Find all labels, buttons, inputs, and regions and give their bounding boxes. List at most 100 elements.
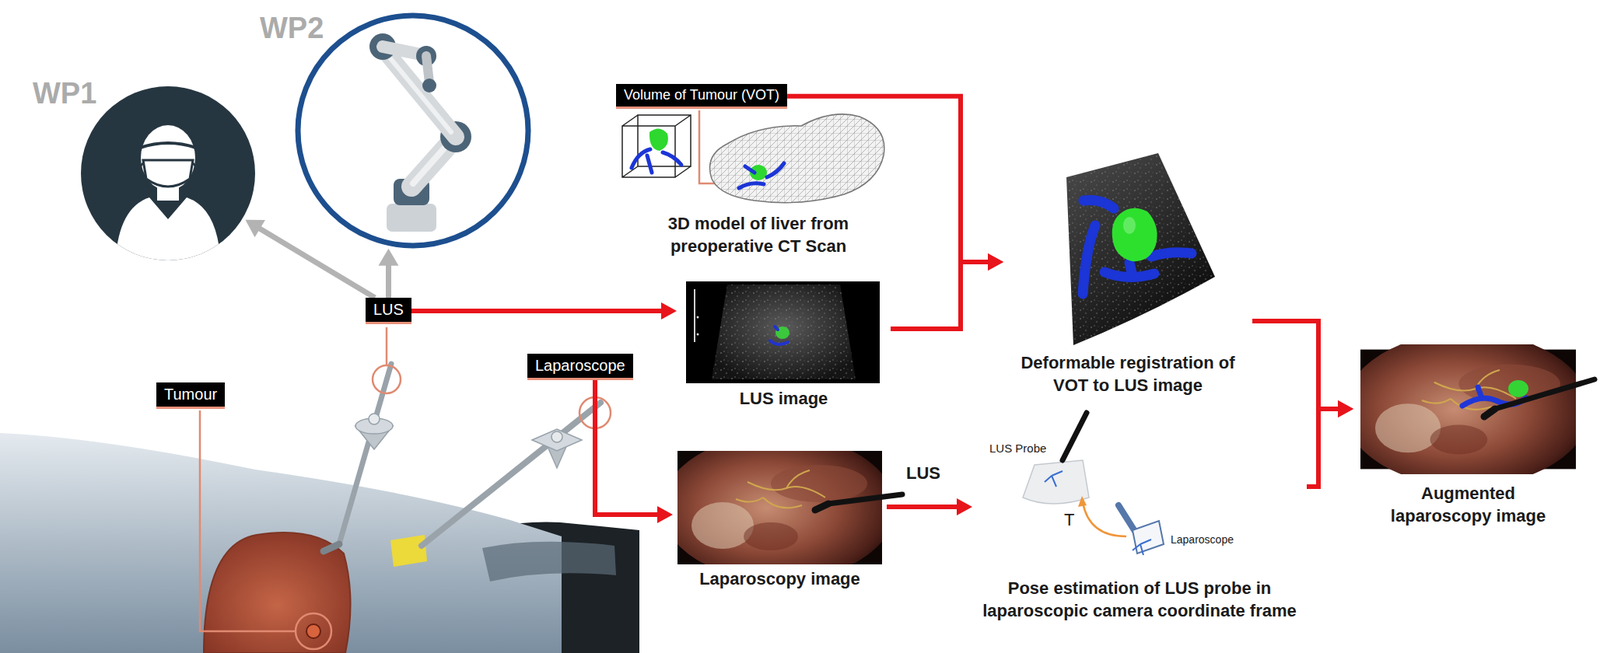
wp1-surgeon-icon <box>80 86 256 269</box>
flow-line <box>385 262 392 298</box>
arrow-head <box>1337 400 1354 418</box>
patient-scene <box>355 413 393 450</box>
tag-text: Volume of Tumour (VOT) <box>623 86 780 105</box>
patient-scene <box>532 429 582 452</box>
registration-image <box>1112 208 1158 263</box>
flow-arrow <box>1252 321 1354 418</box>
flow-line <box>1252 321 1341 410</box>
patient-scene <box>390 535 428 568</box>
augmented-image <box>1508 380 1529 398</box>
patient-scene <box>203 532 351 653</box>
lus-image <box>711 284 856 380</box>
leader-line <box>295 613 332 650</box>
patient-scene <box>421 402 601 547</box>
laparoscopy-image <box>828 494 903 505</box>
patient-scene <box>482 542 617 582</box>
registration-image <box>1123 217 1136 235</box>
arrow-head <box>956 498 973 516</box>
pose-sketch <box>1022 413 1164 556</box>
tag-text: Tumour <box>164 385 218 405</box>
wp1-surgeon-icon <box>143 160 193 187</box>
work-package-label: WP2 <box>259 11 324 46</box>
callout-tag: Laparoscope <box>527 353 634 381</box>
panel-caption: Pose estimation of LUS probe in laparosc… <box>972 577 1307 623</box>
arrow-head <box>378 248 399 267</box>
patient-scene <box>323 544 340 552</box>
leader-line <box>199 410 295 632</box>
flow-line <box>411 308 665 314</box>
lus-image <box>770 326 788 345</box>
image-panel: 3D model of liver from preoperative CT S… <box>618 112 899 262</box>
liver-3d-model <box>710 114 885 204</box>
vot-cube-icon <box>622 115 691 178</box>
pose-sketch <box>1044 471 1063 487</box>
callout-tag: Volume of Tumour (VOT) <box>616 84 788 109</box>
arrow-head <box>987 253 1004 271</box>
panel-caption: Deformable registration of VOT to LUS im… <box>1003 351 1253 397</box>
image-panel: Laparoscopy image <box>672 449 887 595</box>
pose-sketch <box>1132 521 1164 554</box>
work-package-label: WP1 <box>32 77 97 112</box>
image-panel: LUS image <box>676 280 891 414</box>
pose-sketch <box>1132 539 1152 556</box>
callout-tag: LUS <box>365 297 412 325</box>
laparoscopy-image <box>661 434 903 582</box>
wp2-robot-arm <box>386 203 437 232</box>
wp1-surgeon-icon <box>136 163 200 170</box>
annotation-label: Laparoscope <box>1170 533 1234 547</box>
image-panel: Deformable registration of VOT to LUS im… <box>1003 147 1253 401</box>
augmented-image <box>1344 332 1590 487</box>
panel-caption: 3D model of liver from preoperative CT S… <box>618 212 899 258</box>
arrow-head <box>987 253 1004 271</box>
arrow-head <box>1337 400 1354 418</box>
pose-sketch <box>1078 496 1087 508</box>
flow-arrow <box>1306 400 1354 487</box>
patient-scene <box>368 413 380 425</box>
annotation-label: T <box>1064 510 1075 530</box>
wp1-surgeon-icon <box>140 143 197 148</box>
augmented-image <box>1344 332 1595 487</box>
wp1-surgeon-icon <box>115 197 221 269</box>
patient-scene <box>0 364 640 653</box>
lus-image <box>693 289 696 343</box>
arrow-head <box>245 220 266 238</box>
image-panel: Augmented laparoscopy image <box>1353 342 1583 532</box>
flow-arrow <box>378 248 399 298</box>
flow-line <box>257 227 376 298</box>
pose-sketch <box>1022 460 1089 505</box>
callout-tag: Tumour <box>156 382 225 410</box>
wp2-robot-arm <box>297 15 529 246</box>
work-package-circle: WP2 <box>295 13 531 249</box>
patient-scene <box>339 364 392 545</box>
vot-cube-icon <box>622 115 691 178</box>
image-panel: Pose estimation of LUS probe in laparosc… <box>972 404 1307 627</box>
lus-image <box>686 281 880 384</box>
tag-text: Laparoscope <box>535 356 626 376</box>
panel-caption: Laparoscopy image <box>672 567 887 591</box>
lus-image <box>711 284 856 380</box>
flow-line <box>1306 409 1341 487</box>
flow-line <box>890 262 991 330</box>
patient-scene <box>0 433 562 653</box>
lus-image <box>696 316 700 319</box>
vot-cube-icon <box>649 128 669 151</box>
registration-image <box>1082 199 1192 295</box>
arrow-head <box>657 506 673 524</box>
wp1-surgeon-icon <box>115 125 221 269</box>
wp2-robot-arm <box>422 78 437 93</box>
liver-3d-model <box>738 163 785 189</box>
patient-scene <box>306 624 321 639</box>
annotation-label: LUS <box>906 463 941 484</box>
panel-caption: Augmented laparoscopy image <box>1353 482 1583 528</box>
laparoscopy-image <box>815 504 829 511</box>
patient-scene <box>532 429 582 469</box>
lus-image <box>696 333 700 337</box>
registration-image <box>1066 153 1215 346</box>
registration-image <box>1066 153 1215 346</box>
tag-text: LUS <box>373 300 404 320</box>
patient-scene <box>551 431 563 443</box>
flow-arrow <box>886 498 973 516</box>
flow-line <box>595 380 661 515</box>
